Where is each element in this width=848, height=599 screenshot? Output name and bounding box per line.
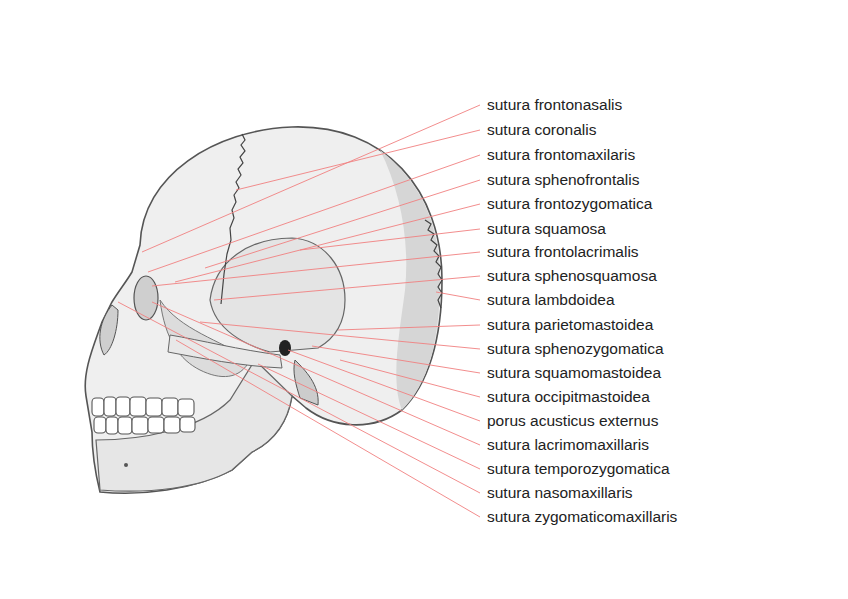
mental-foramen <box>124 463 128 467</box>
suture-label: sutura parietomastoidea <box>486 316 654 334</box>
suture-label: sutura frontomaxilaris <box>486 146 636 164</box>
suture-label: sutura nasomaxillaris <box>486 484 634 502</box>
suture-label: sutura temporozygomatica <box>486 460 671 478</box>
suture-label: sutura squamosa <box>486 220 607 238</box>
suture-label: sutura squamomastoidea <box>486 364 662 382</box>
suture-label: sutura sphenofrontalis <box>486 171 641 189</box>
leader-lines <box>118 105 480 517</box>
suture-label: sutura occipitmastoidea <box>486 388 651 406</box>
nasal-aperture <box>100 305 118 355</box>
suture-label: sutura coronalis <box>486 121 597 139</box>
suture-label: sutura frontolacrimalis <box>486 243 640 261</box>
skull-outline <box>85 127 442 493</box>
suture-label: sutura lacrimomaxillaris <box>486 436 650 454</box>
suture-label: sutura lambdoidea <box>486 291 616 309</box>
suture-label: sutura sphenosquamosa <box>486 267 658 285</box>
temporal-squama <box>210 238 345 352</box>
lambdoid-suture <box>425 220 442 308</box>
teeth <box>92 397 195 434</box>
suture-label: sutura zygomaticomaxillaris <box>486 508 678 526</box>
orbit <box>134 276 158 320</box>
suture-label: porus acusticus externus <box>486 412 659 430</box>
suture-label: sutura frontozygomatica <box>486 195 653 213</box>
suture-label: sutura frontonasalis <box>486 96 623 114</box>
ear-canal <box>279 340 291 356</box>
suture-label: sutura sphenozygomatica <box>486 340 665 358</box>
mandible <box>96 360 292 491</box>
